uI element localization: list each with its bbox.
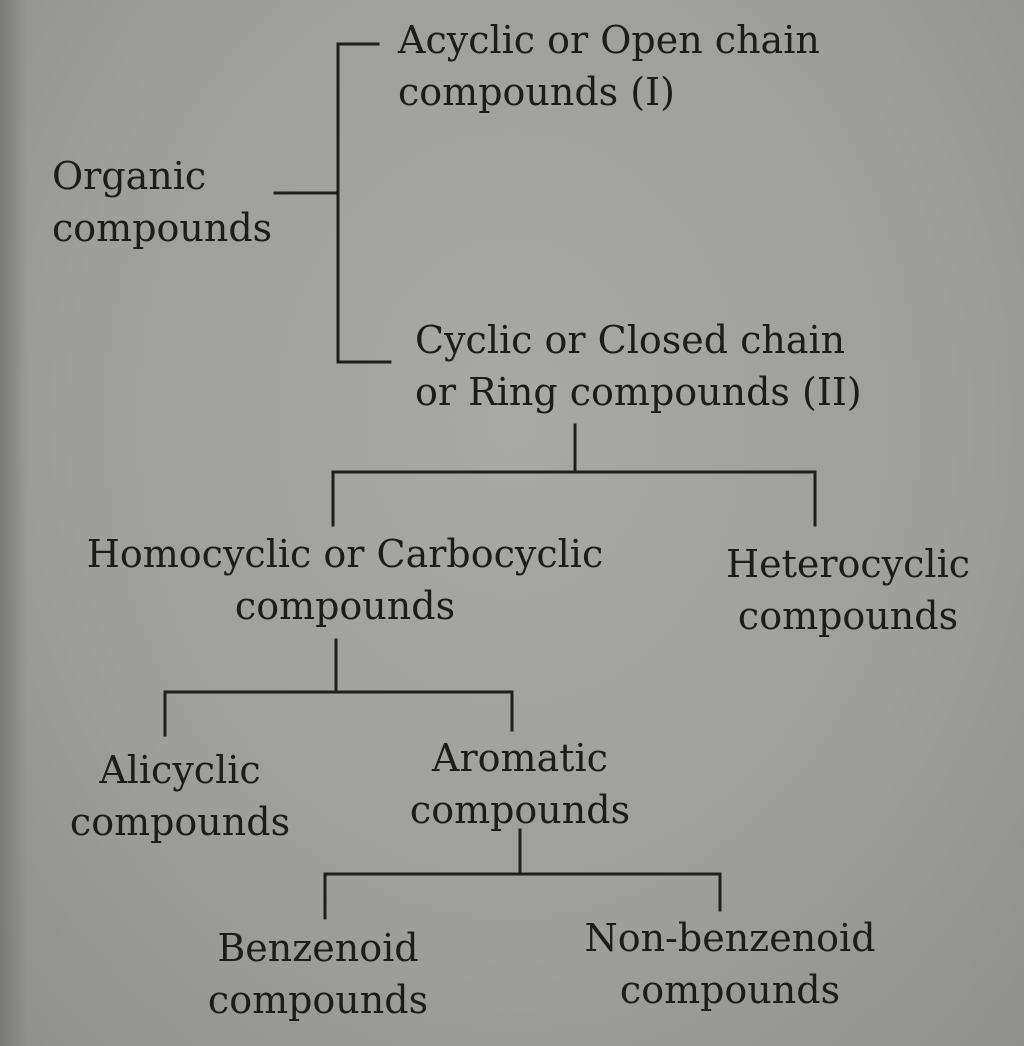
node-cyclic-line2: or Ring compounds (II) [415,370,862,414]
node-benzenoid-compounds: Benzenoid compounds [200,922,436,1026]
node-acyclic-line2: compounds (I) [398,70,675,114]
node-organic-line1: Organic [52,154,207,198]
node-acyclic-line1: Acyclic or Open chain [398,18,820,62]
node-alicyclic-line2: compounds [69,800,291,844]
node-aromatic-line1: Aromatic [432,736,608,780]
node-alicyclic-compounds: Alicyclic compounds [62,744,298,848]
homocyclic-bracket [163,690,514,737]
node-heterocyclic-line2: compounds [737,594,959,638]
node-nonbenzenoid-compounds: Non-benzenoid compounds [575,912,885,1016]
node-benzenoid-line2: compounds [207,978,429,1022]
node-benzenoid-line1: Benzenoid [217,926,419,970]
node-homocyclic-line2: compounds [234,584,456,628]
node-homocyclic-compounds: Homocyclic or Carbocyclic compounds [80,528,610,632]
organic-bracket [336,42,392,364]
node-nonbenzenoid-line1: Non-benzenoid [584,916,876,960]
node-homocyclic-line1: Homocyclic or Carbocyclic [86,532,604,576]
node-aromatic-line2: compounds [409,788,631,832]
node-organic-compounds: Organic compounds [52,150,272,254]
node-heterocyclic-compounds: Heterocyclic compounds [722,538,974,642]
node-nonbenzenoid-line2: compounds [619,968,841,1012]
node-organic-line2: compounds [52,206,273,250]
aromatic-bracket [323,872,722,920]
cyclic-bracket [331,470,817,527]
node-cyclic-line1: Cyclic or Closed chain [415,318,846,362]
node-acyclic-compounds: Acyclic or Open chain compounds (I) [398,14,820,118]
node-alicyclic-line1: Alicyclic [99,748,261,792]
node-cyclic-compounds: Cyclic or Closed chain or Ring compounds… [415,314,862,418]
node-heterocyclic-line1: Heterocyclic [725,542,971,586]
page-edge-shadow [0,0,28,1046]
node-aromatic-compounds: Aromatic compounds [400,732,640,836]
